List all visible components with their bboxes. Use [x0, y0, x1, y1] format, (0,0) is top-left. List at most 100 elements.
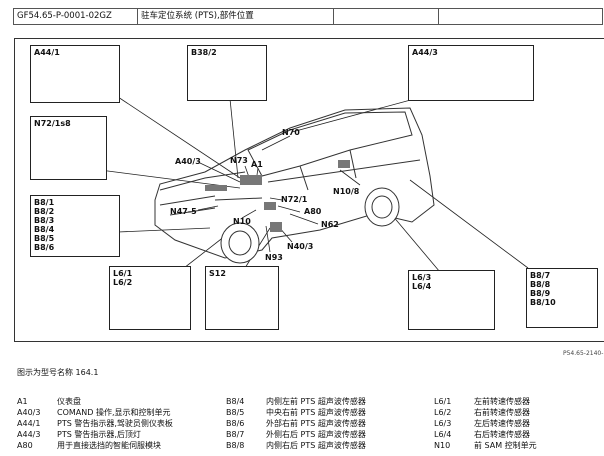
callout-n40-3: N40/3: [287, 242, 314, 251]
box-s12: S12: [205, 266, 279, 330]
legend-desc: 中央右前 PTS 超声波传感器: [266, 408, 366, 417]
box-label-4: B8/10: [530, 298, 556, 307]
model-caption: 图示为型号名称 164.1: [17, 368, 99, 377]
legend-row: L6/3 左后转速传感器: [434, 418, 537, 429]
legend-desc: 前 SAM 控制单元: [474, 441, 537, 450]
box-b8-rear: B8/7 B8/8 B8/9 B8/10: [526, 268, 598, 328]
legend-desc: 外部右前 PTS 超声波传感器: [266, 419, 366, 428]
box-label-5: B8/5: [34, 234, 55, 243]
callout-n47-5: N47-5: [170, 207, 197, 216]
dash-module: [240, 175, 262, 185]
legend-row: A44/1 PTS 警告指示器,驾驶员侧仪表板: [17, 418, 173, 429]
callout-n70: N70: [282, 128, 300, 137]
legend-code: B8/5: [226, 408, 245, 417]
callout-n93: N93: [265, 253, 283, 262]
legend-desc: COMAND 操作,显示和控制单元: [57, 408, 171, 417]
legend-desc: 内侧左前 PTS 超声波传感器: [266, 397, 366, 406]
document-header: GF54.65-P-0001-02GZ 驻车定位系统 (PTS),部件位置: [13, 8, 603, 25]
figure-id: P54.65-2140-: [563, 350, 604, 357]
legend-desc: 外侧右后 PTS 超声波传感器: [266, 430, 366, 439]
legend-row: B8/7 外侧右后 PTS 超声波传感器: [226, 429, 366, 440]
legend-row: L6/4 右后转速传感器: [434, 429, 537, 440]
box-label-6: B8/6: [34, 243, 55, 252]
callout-n72-1: N72/1: [281, 195, 308, 204]
legend-column-3: L6/1 左前转速传感器 L6/2 右前转速传感器 L6/3 左后转速传感器 L6/4…: [434, 396, 537, 451]
box-label-2: B8/8: [530, 280, 551, 289]
box-label-3: B8/9: [530, 289, 551, 298]
legend-row: A1 仪表盘: [17, 396, 173, 407]
box-label-2: B8/2: [34, 207, 55, 216]
legend-code: B8/6: [226, 419, 245, 428]
legend-code: L6/3: [434, 419, 452, 428]
legend-row: A40/3 COMAND 操作,显示和控制单元: [17, 407, 173, 418]
header-empty-cell: [334, 9, 439, 24]
legend-code: B8/4: [226, 397, 245, 406]
legend-row: A80 用于直接选挡的智能伺服模块: [17, 440, 173, 451]
component-location-diagram: [14, 38, 604, 342]
legend-desc: 右后转速传感器: [474, 430, 530, 439]
legend-row: N10 前 SAM 控制单元: [434, 440, 537, 451]
legend-code: L6/2: [434, 408, 452, 417]
box-label-3: B8/3: [34, 216, 55, 225]
legend-desc: PTS 警告指示器,后顶灯: [57, 430, 141, 439]
box-a44-1: A44/1: [30, 45, 120, 103]
box-b8-front: B8/1 B8/2 B8/3 B8/4 B8/5 B8/6: [30, 195, 120, 257]
box-label-1: L6/1: [113, 269, 133, 278]
leader-l6-rear: [391, 214, 446, 279]
callout-n62: N62: [321, 220, 339, 229]
callout-a80: A80: [304, 207, 322, 216]
callout-a1: A1: [251, 160, 263, 169]
box-l6-rear: L6/3 L6/4: [408, 270, 495, 330]
legend-desc: 右前转速传感器: [474, 408, 530, 417]
box-label: A44/1: [34, 48, 60, 57]
box-label-1: B8/7: [530, 271, 551, 280]
box-a44-3: A44/3: [408, 45, 534, 101]
legend-code: A44/3: [17, 430, 41, 439]
vehicle-outline: [154, 107, 435, 259]
doc-title: 驻车定位系统 (PTS),部件位置: [138, 9, 334, 24]
legend-code: L6/4: [434, 430, 452, 439]
legend-code: A80: [17, 441, 33, 450]
legend-row: B8/4 内侧左前 PTS 超声波传感器: [226, 396, 366, 407]
legend-desc: PTS 警告指示器,驾驶员侧仪表板: [57, 419, 173, 428]
legend-desc: 左前转速传感器: [474, 397, 530, 406]
callout-n10-8: N10/8: [333, 187, 360, 196]
leader-a44-1: [99, 84, 241, 179]
box-b38-2: B38/2: [187, 45, 267, 101]
legend-desc: 用于直接选挡的智能伺服模块: [57, 441, 161, 450]
box-label-4: B8/4: [34, 225, 55, 234]
legend-desc: 仪表盘: [57, 397, 81, 406]
legend-row: B8/6 外部右前 PTS 超声波传感器: [226, 418, 366, 429]
callout-n73: N73: [230, 156, 248, 165]
box-label-2: L6/2: [113, 278, 133, 287]
legend-row: L6/2 右前转速传感器: [434, 407, 537, 418]
legend-code: A1: [17, 397, 28, 406]
legend-code: B8/7: [226, 430, 245, 439]
box-label: N72/1s8: [34, 119, 71, 128]
legend-row: A44/3 PTS 警告指示器,后顶灯: [17, 429, 173, 440]
leader-b8-rear: [409, 179, 529, 269]
legend-desc: 左后转速传感器: [474, 419, 530, 428]
legend-code: N10: [434, 441, 451, 450]
legend-desc: 内侧右后 PTS 超声波传感器: [266, 441, 366, 450]
box-label-2: L6/4: [412, 282, 432, 291]
box-label-1: B8/1: [34, 198, 55, 207]
legend-row: B8/5 中央右前 PTS 超声波传感器: [226, 407, 366, 418]
leader-a44-3: [291, 97, 419, 133]
box-l6-front: L6/1 L6/2: [109, 266, 191, 330]
box-label: S12: [209, 269, 226, 278]
legend-code: A44/1: [17, 419, 41, 428]
box-label: A44/3: [412, 48, 438, 57]
leader-b8-front: [117, 227, 211, 233]
legend-code: A40/3: [17, 408, 41, 417]
callout-n10: N10: [233, 217, 251, 226]
legend-row: L6/1 左前转速传感器: [434, 396, 537, 407]
callout-a40-3: A40/3: [175, 157, 201, 166]
box-label-1: L6/3: [412, 273, 432, 282]
legend-code: B8/8: [226, 441, 245, 450]
legend-row: B8/8 内侧右后 PTS 超声波传感器: [226, 440, 366, 451]
doc-id: GF54.65-P-0001-02GZ: [14, 9, 138, 24]
legend-code: L6/1: [434, 397, 452, 406]
